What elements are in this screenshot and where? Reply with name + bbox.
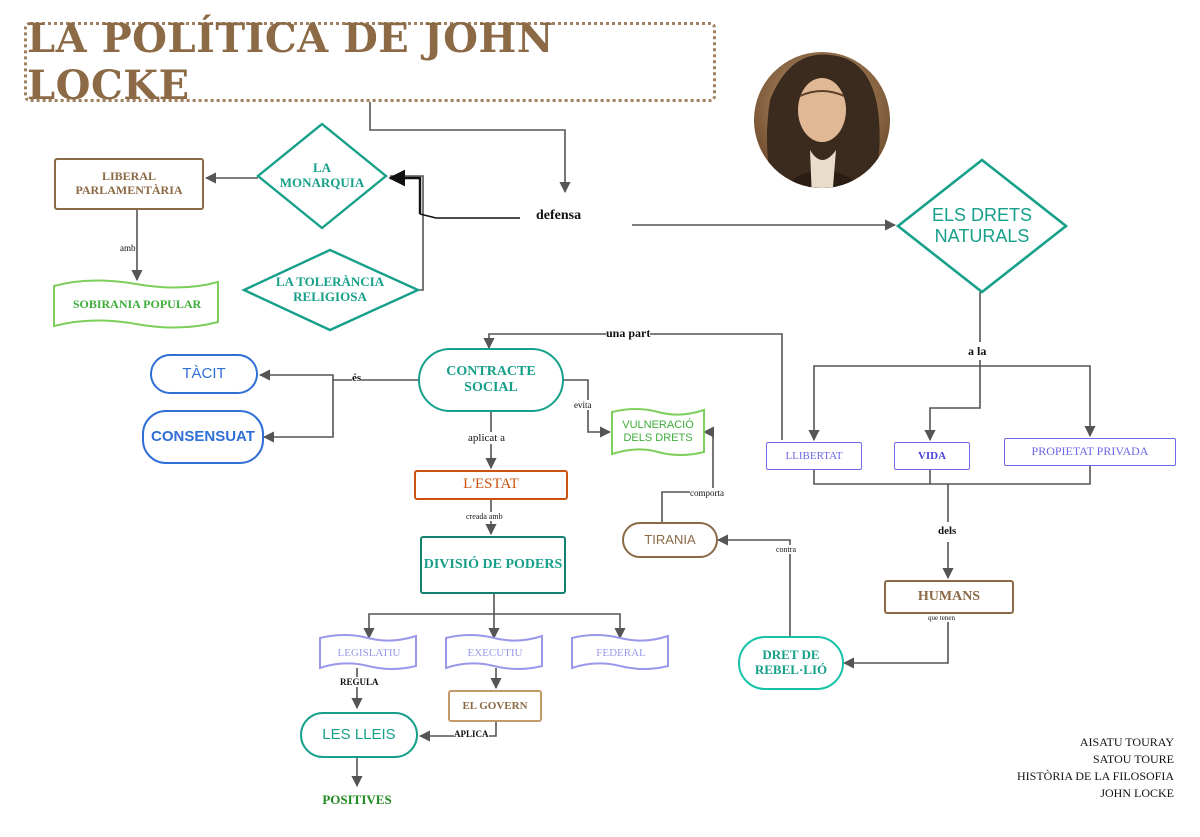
link-una-part: una part bbox=[606, 326, 651, 341]
tacit-box[interactable]: TÀCIT bbox=[150, 354, 258, 394]
divisio-poders-box[interactable]: DIVISIÓ DE PODERS bbox=[420, 536, 566, 594]
humans-box[interactable]: HUMANS bbox=[884, 580, 1014, 614]
edge-govern-lleis bbox=[418, 722, 497, 742]
link-dels: dels bbox=[938, 525, 957, 537]
credit-line: JOHN LOCKE bbox=[1100, 786, 1174, 800]
credit-line: HISTÒRIA DE LA FILOSOFIA bbox=[1016, 769, 1174, 783]
edge-es-tacit bbox=[258, 369, 334, 381]
sobirania-label: SOBIRANIA POPULAR bbox=[72, 297, 202, 312]
link-que-tenen: que tenen bbox=[928, 614, 956, 622]
link-defensa: defensa bbox=[536, 208, 582, 223]
govern-box[interactable]: EL GOVERN bbox=[448, 690, 542, 722]
monarquia-diamond[interactable] bbox=[256, 122, 388, 230]
john-locke-portrait bbox=[754, 52, 890, 188]
edge-rebel-tirania bbox=[716, 534, 791, 638]
link-evita: evita bbox=[574, 400, 592, 410]
sobirania-banner[interactable] bbox=[53, 279, 219, 329]
executiu-banner[interactable] bbox=[445, 634, 543, 670]
edge-es-consensuat bbox=[262, 380, 334, 443]
federal-label: FEDERAL bbox=[596, 646, 646, 659]
monarquia-label: LA MONARQUIA bbox=[279, 160, 365, 190]
liberal-box[interactable]: LIBERAL PARLAMENTÀRIA bbox=[54, 158, 204, 210]
legislatiu-banner[interactable] bbox=[319, 634, 417, 670]
drets-diamond[interactable] bbox=[895, 158, 1069, 294]
link-a-la: a la bbox=[968, 344, 987, 359]
consensuat-box[interactable]: CONSENSUAT bbox=[142, 410, 264, 464]
tolerancia-diamond[interactable] bbox=[241, 248, 421, 332]
credit-line: SATOU TOURE bbox=[1092, 752, 1174, 766]
edge-tolerancia-monarquia-head bbox=[388, 169, 422, 214]
page-title: LA POLÍTICA DE JOHN LOCKE bbox=[27, 15, 554, 109]
drets-naturals-label: ELS DRETS NATURALS bbox=[931, 205, 1033, 246]
rebel-box[interactable]: DRET DE REBEL·LIÓ bbox=[738, 636, 844, 690]
edge-title-defensa bbox=[369, 102, 571, 194]
edge-ala-propietat bbox=[980, 365, 1096, 438]
link-amb: amb bbox=[120, 243, 136, 253]
vulneracio-banner[interactable] bbox=[611, 408, 705, 456]
link-regula: REGULA bbox=[340, 677, 379, 687]
title-box: LA POLÍTICA DE JOHN LOCKE bbox=[24, 15, 716, 109]
link-aplica: APLICA bbox=[454, 729, 489, 739]
credit-line: AISATU TOURAY bbox=[1079, 735, 1174, 749]
link-aplicat: aplicat a bbox=[468, 432, 505, 444]
tolerancia-label: LA TOLERÀNCIA RELIGIOSA bbox=[275, 274, 385, 304]
edge-ala-llibertat bbox=[808, 365, 980, 442]
llibertat-box[interactable]: LLIBERTAT bbox=[766, 442, 862, 470]
edge-tolerancia-monarquia bbox=[390, 175, 424, 291]
edge-ala-split bbox=[924, 360, 981, 442]
link-comporta: comporta bbox=[690, 488, 724, 498]
legislatiu-label: LEGISLATIU bbox=[337, 646, 401, 659]
edge-rights-merge bbox=[813, 466, 1091, 485]
edge-divisio-federal bbox=[494, 613, 626, 640]
link-es: és bbox=[352, 372, 362, 384]
positives-label: POSITIVES bbox=[322, 791, 392, 807]
vida-box[interactable]: VIDA bbox=[894, 442, 970, 470]
contracte-social-box[interactable]: CONTRACTE SOCIAL bbox=[418, 348, 564, 412]
vulneracio-label: VULNERACIÓ DELS DRETS bbox=[622, 419, 694, 444]
tirania-box[interactable]: TIRANIA bbox=[622, 522, 718, 558]
estat-box[interactable]: L'ESTAT bbox=[414, 470, 568, 500]
lleis-box[interactable]: LES LLEIS bbox=[300, 712, 418, 758]
federal-banner[interactable] bbox=[571, 634, 669, 670]
credits: AISATU TOURAY SATOU TOURE HISTÒRIA DE LA… bbox=[1017, 734, 1174, 802]
edge-monarquia-defensa bbox=[419, 213, 520, 219]
propietat-box[interactable]: PROPIETAT PRIVADA bbox=[1004, 438, 1176, 466]
edge-divisio-powers bbox=[363, 594, 495, 640]
link-creada: creada amb bbox=[466, 512, 503, 521]
link-contra: contra bbox=[776, 545, 796, 554]
executiu-label: EXECUTIU bbox=[467, 646, 523, 659]
edge-humans-rebel bbox=[842, 614, 949, 669]
